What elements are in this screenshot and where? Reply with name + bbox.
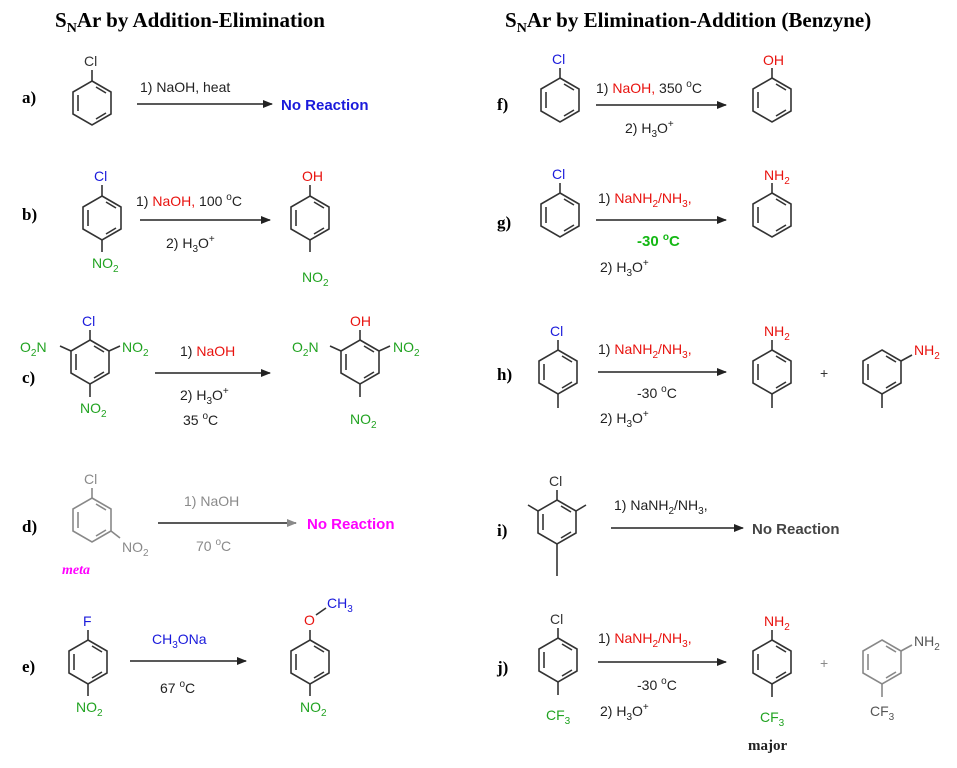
- reaction-c: c) Cl O2N NO2 NO2 1) NaOH 2) H3O+ 35 oC …: [20, 313, 420, 431]
- condition-h-2: 2) H3O+: [600, 409, 649, 430]
- temp-j: -30 oC: [637, 676, 677, 693]
- label-d: d): [22, 517, 37, 536]
- chloro-substituent: Cl: [550, 323, 563, 339]
- methyl-group: CH3: [327, 595, 353, 615]
- result-a: No Reaction: [281, 97, 369, 114]
- hydroxyl-group: OH: [763, 52, 784, 68]
- nitro-group: O2N: [20, 339, 47, 359]
- condition-h-1: 1) NaNH2/NH3,: [598, 341, 692, 361]
- chloro-substituent: Cl: [552, 166, 565, 182]
- condition-b-1: 1) NaOH, 100 oC: [136, 192, 242, 209]
- condition-a: 1) NaOH, heat: [140, 79, 230, 95]
- nitro-group: NO2: [302, 269, 329, 289]
- major-label: major: [748, 738, 787, 754]
- condition-b-2: 2) H3O+: [166, 234, 215, 255]
- methyl-group: [527, 504, 539, 512]
- reaction-b: b) Cl NO2 1) NaOH, 100 oC 2) H3O+ OH NO2: [22, 168, 330, 289]
- header-left: SNAr by Addition-Elimination: [55, 8, 325, 36]
- plus-sign: +: [820, 655, 828, 671]
- condition-c-2: 2) H3O+: [180, 386, 229, 407]
- label-i: i): [497, 521, 507, 540]
- amino-group: NH2: [914, 342, 940, 362]
- condition-j-2: 2) H3O+: [600, 702, 649, 723]
- nitro-group: NO2: [300, 699, 327, 719]
- ether-oxygen: O: [304, 612, 315, 628]
- condition-i: 1) NaNH2/NH3,: [614, 497, 708, 517]
- condition-g-2: 2) H3O+: [600, 258, 649, 279]
- trifluoromethyl-group: CF3: [546, 707, 571, 727]
- nitro-group: NO2: [122, 539, 149, 559]
- reaction-f: f) Cl 1) NaOH, 350 oC 2) H3O+ OH: [497, 51, 792, 140]
- reaction-i: i) Cl 1) NaNH2/NH3, No Reaction: [497, 473, 840, 576]
- chloro-substituent: Cl: [552, 51, 565, 67]
- temp-e: 67 oC: [160, 679, 195, 696]
- condition-c-3: 35 oC: [183, 411, 218, 428]
- label-a: a): [22, 88, 36, 107]
- label-h: h): [497, 365, 512, 384]
- result-i: No Reaction: [752, 521, 840, 538]
- header-right: SNAr by Elimination-Addition (Benzyne): [505, 8, 871, 36]
- condition-d: 1) NaOH: [184, 493, 239, 509]
- chloro-substituent: Cl: [84, 53, 97, 69]
- nitro-group: NO2: [122, 339, 149, 359]
- reaction-d: d) Cl NO2 meta 1) NaOH 70 oC No Reaction: [22, 471, 395, 578]
- meta-tag: meta: [62, 563, 90, 578]
- chloro-substituent: Cl: [550, 611, 563, 627]
- reaction-h: h) Cl 1) NaNH2/NH3, -30 oC 2) H3O+ NH2 +…: [497, 323, 940, 430]
- plus-sign: +: [820, 365, 828, 381]
- label-g: g): [497, 213, 511, 232]
- chloro-substituent: Cl: [549, 473, 562, 489]
- chloro-substituent: Cl: [82, 313, 95, 329]
- label-f: f): [497, 95, 508, 114]
- condition-g-1: 1) NaNH2/NH3,: [598, 190, 692, 210]
- nitro-group: NO2: [393, 339, 420, 359]
- label-e: e): [22, 657, 35, 676]
- reaction-e: e) F NO2 CH3ONa 67 oC O CH3 NO2: [22, 595, 353, 719]
- nitro-group: O2N: [292, 339, 319, 359]
- result-d: No Reaction: [307, 516, 395, 533]
- amino-group: NH2: [914, 633, 940, 653]
- amino-group: NH2: [764, 323, 790, 343]
- methyl-group: [575, 504, 587, 512]
- condition-c-1: 1) NaOH: [180, 343, 235, 359]
- nitro-group: NO2: [350, 411, 377, 431]
- reagent-e: CH3ONa: [152, 631, 207, 651]
- chloro-substituent: Cl: [94, 168, 107, 184]
- trifluoromethyl-group: CF3: [870, 703, 895, 723]
- fluoro-substituent: F: [83, 613, 92, 629]
- temp-h: -30 oC: [637, 384, 677, 401]
- temp-d: 70 oC: [196, 537, 231, 554]
- reaction-g: g) Cl 1) NaNH2/NH3, -30 oC 2) H3O+ NH2: [497, 166, 792, 279]
- label-j: j): [496, 658, 508, 677]
- chloro-substituent: Cl: [84, 471, 97, 487]
- trifluoromethyl-group: CF3: [760, 709, 785, 729]
- condition-j-1: 1) NaNH2/NH3,: [598, 630, 692, 650]
- label-c: c): [22, 368, 35, 387]
- reaction-a: a) Cl 1) NaOH, heat No Reaction: [22, 53, 369, 126]
- hydroxyl-group: OH: [350, 313, 371, 329]
- reaction-j: j) Cl CF3 1) NaNH2/NH3, -30 oC 2) H3O+ N…: [496, 611, 940, 754]
- temp-g: -30 oC: [637, 232, 680, 250]
- amino-group: NH2: [764, 167, 790, 187]
- amino-group: NH2: [764, 613, 790, 633]
- nitro-group: NO2: [76, 699, 103, 719]
- benzene-ring: [72, 80, 112, 126]
- condition-f-2: 2) H3O+: [625, 119, 674, 140]
- label-b: b): [22, 205, 37, 224]
- nitro-group: NO2: [92, 255, 119, 275]
- hydroxyl-group: OH: [302, 168, 323, 184]
- condition-f-1: 1) NaOH, 350 oC: [596, 79, 702, 96]
- nitro-group: NO2: [80, 400, 107, 420]
